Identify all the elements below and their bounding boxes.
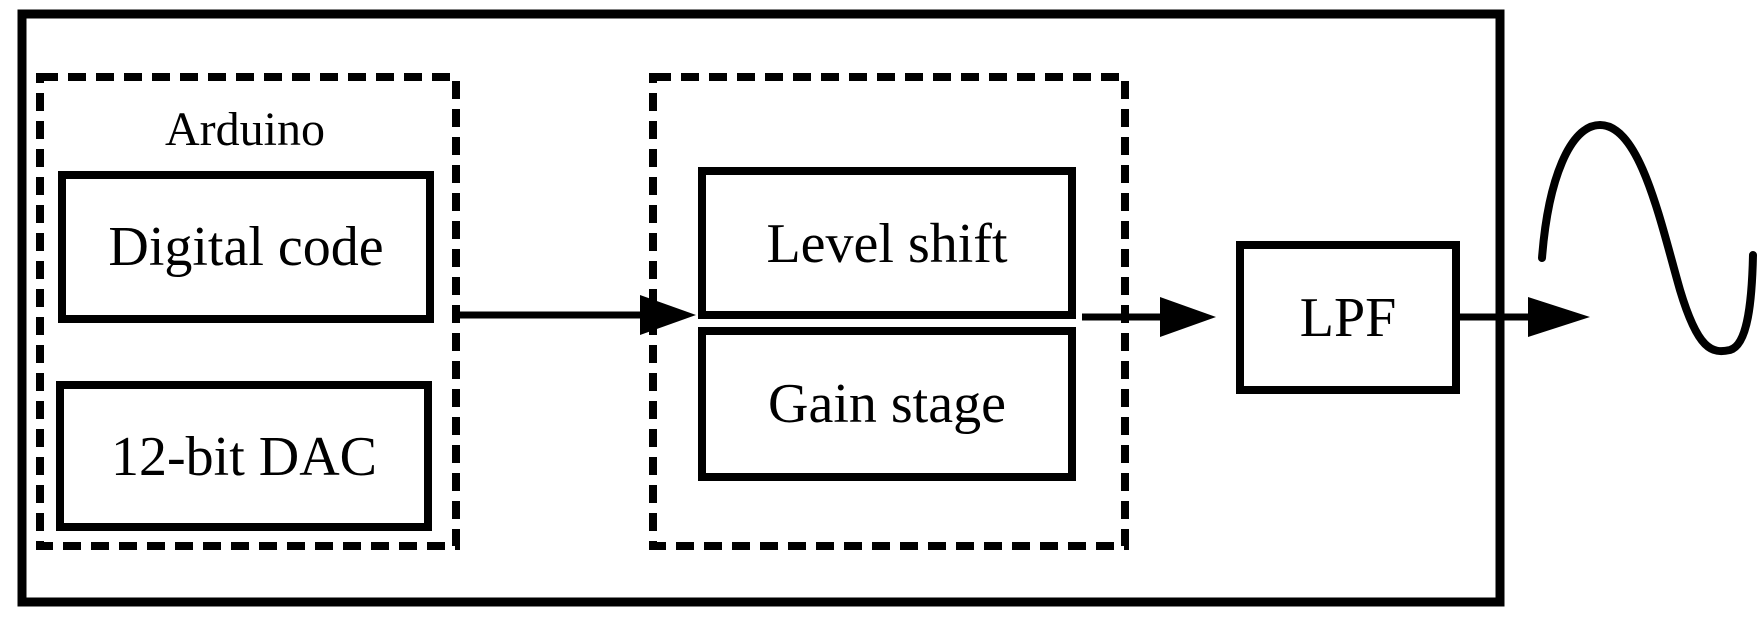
lpf-label: LPF (1300, 287, 1397, 349)
sine-wave-icon (1538, 120, 1757, 356)
arduino-label: Arduino (165, 103, 325, 156)
arrowhead-2 (1160, 297, 1216, 337)
digital-code-block (58, 171, 434, 323)
gain-stage-label: Gain stage (768, 373, 1006, 435)
arrowhead-1 (640, 295, 696, 335)
level-shift-label: Level shift (766, 213, 1007, 275)
dac-block (56, 381, 432, 531)
dac-label: 12-bit DAC (111, 426, 377, 488)
digital-code-label: Digital code (108, 216, 383, 278)
conditioning-group (649, 73, 1129, 550)
gain-stage-block (698, 327, 1076, 481)
level-shift-block (698, 167, 1076, 319)
arrowhead-3 (1528, 297, 1590, 337)
system-frame (17, 9, 1505, 607)
